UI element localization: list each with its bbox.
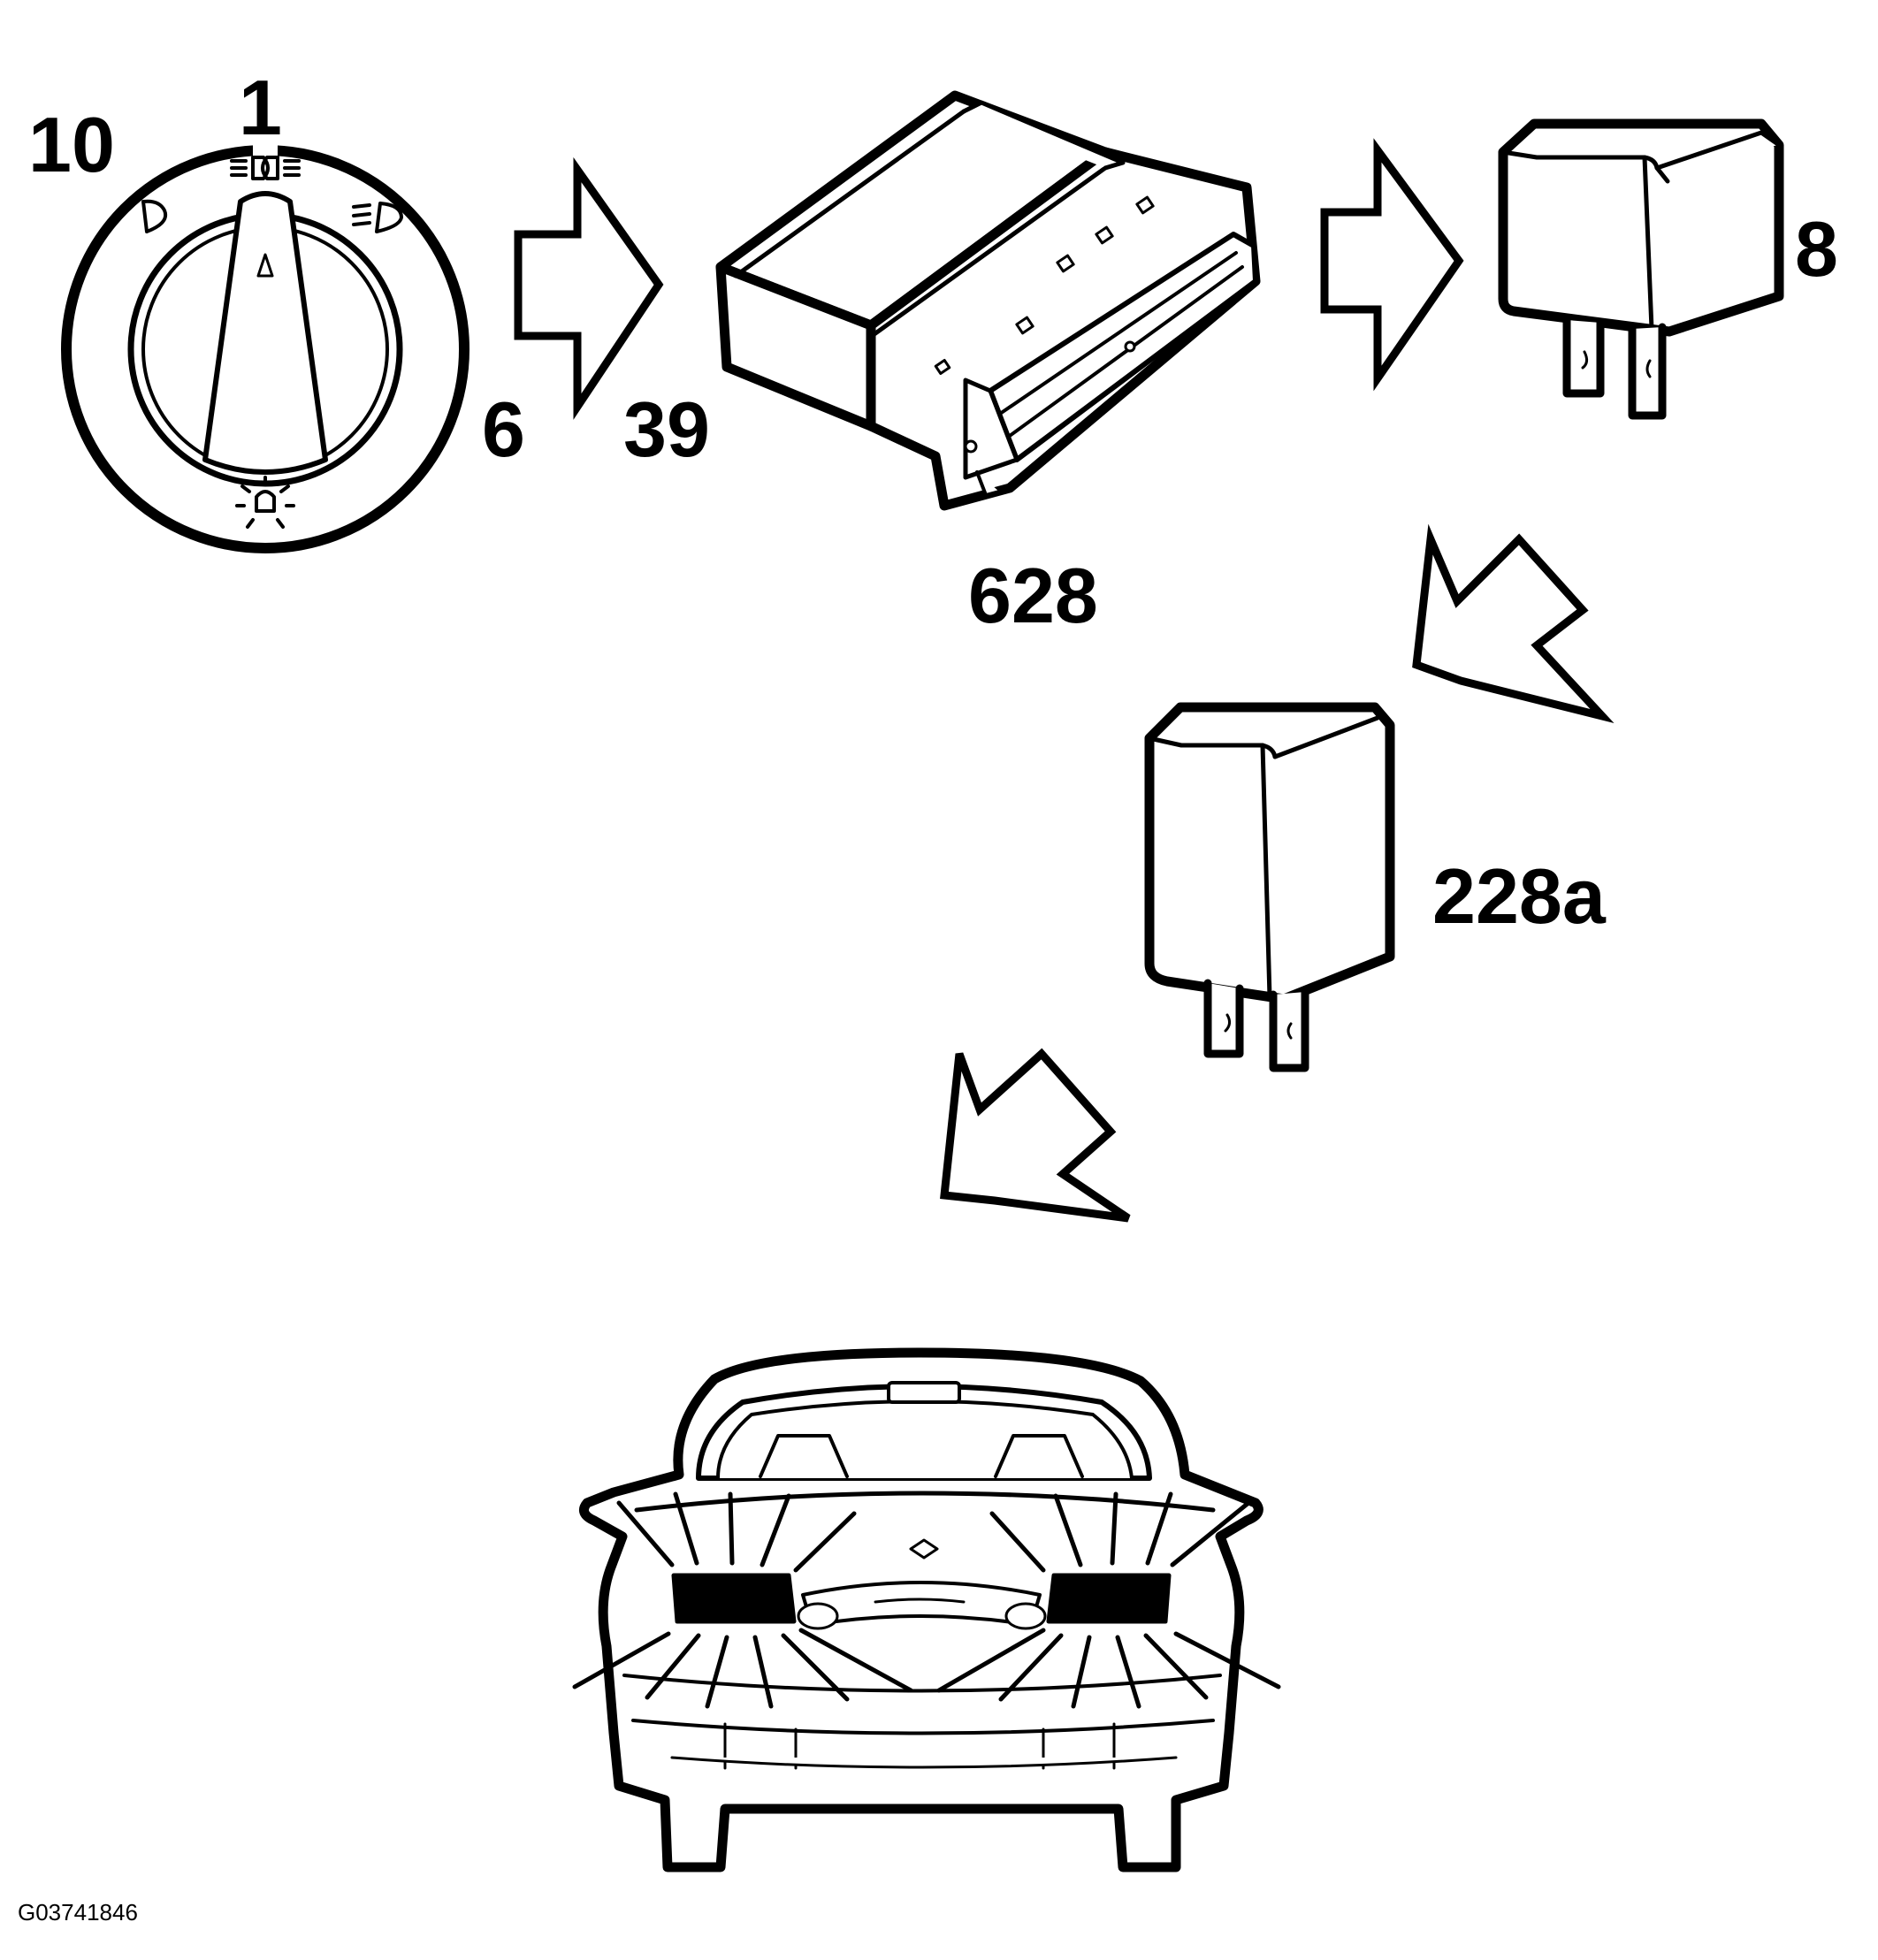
control-module-628 bbox=[721, 95, 1256, 506]
parking-light-icon bbox=[232, 157, 299, 179]
relay-228a bbox=[1149, 707, 1390, 1068]
flow-arrow-3 bbox=[1416, 539, 1602, 716]
flow-arrow-4 bbox=[944, 1054, 1128, 1218]
label-switch-position-1: 1 bbox=[239, 64, 282, 151]
flow-arrow-2 bbox=[1325, 150, 1459, 378]
low-beam-icon bbox=[354, 203, 401, 232]
figure-code: G03741846 bbox=[18, 1899, 138, 1926]
label-relay-228a: 228a bbox=[1432, 852, 1606, 940]
fog-light-icon bbox=[237, 477, 294, 527]
label-signal-39: 39 bbox=[623, 385, 710, 473]
label-relay-8: 8 bbox=[1795, 205, 1838, 293]
light-switch bbox=[66, 134, 464, 548]
label-switch-position-6: 6 bbox=[482, 385, 525, 473]
side-light-icon bbox=[143, 202, 165, 232]
relay-8 bbox=[1503, 124, 1779, 416]
vehicle-front-view bbox=[575, 1353, 1279, 1867]
label-switch-position-10: 10 bbox=[28, 101, 115, 188]
flow-arrow-1 bbox=[518, 170, 659, 407]
label-control-module-628: 628 bbox=[968, 552, 1098, 639]
